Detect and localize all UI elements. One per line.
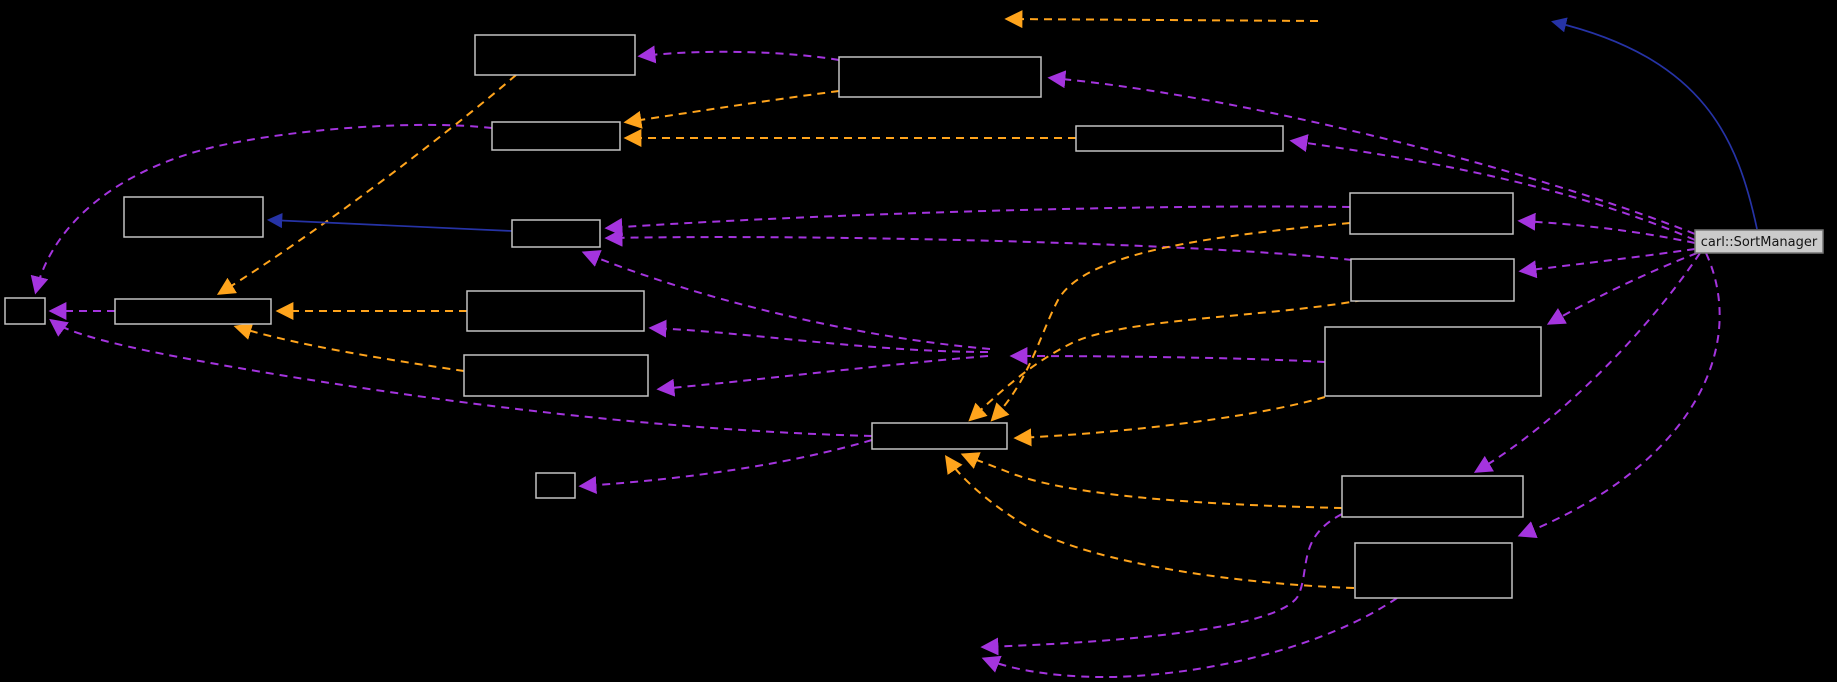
edge-sm-to-boxD xyxy=(1473,252,1701,473)
edge-boxB-to-hub xyxy=(968,299,1364,422)
edge-sm-to-box4 xyxy=(1289,134,1696,241)
edge-hub-to-boxF xyxy=(578,439,873,495)
class-node-n1[interactable] xyxy=(474,34,636,76)
edge-box3-to-small xyxy=(30,123,493,295)
edge-sm-to-box2 xyxy=(1047,70,1696,235)
edge-boxA-to-hub xyxy=(990,222,1351,422)
edge-boxI-to-boxH xyxy=(266,212,513,232)
node-carl-sortmanager-label: carl::SortManager xyxy=(1701,235,1818,250)
edge-box1-to-boxG xyxy=(216,74,517,295)
edge-boxE-to-bottom xyxy=(981,597,1398,679)
edge-bundle-to-boxI xyxy=(581,250,991,350)
edge-m2-to-boxG xyxy=(233,322,465,372)
class-node-nA[interactable] xyxy=(1349,192,1514,235)
edge-sm-to-boxB xyxy=(1518,248,1696,279)
edge-boxB-to-boxI xyxy=(604,228,1353,261)
class-node-nSmall[interactable] xyxy=(4,297,46,325)
edge-hub-to-small xyxy=(49,318,873,437)
edge-top-clipped xyxy=(1004,10,1319,29)
class-node-n3[interactable] xyxy=(491,121,621,151)
edge-sm-to-top xyxy=(1551,17,1758,230)
edge-box2-to-box3 xyxy=(623,90,840,129)
node-carl-sortmanager[interactable]: carl::SortManager xyxy=(1694,229,1824,254)
class-node-nB[interactable] xyxy=(1350,258,1515,302)
class-node-n2[interactable] xyxy=(838,56,1042,98)
edge-boxC-to-hub xyxy=(1013,396,1326,447)
class-node-nD[interactable] xyxy=(1341,475,1524,518)
edge-sm-to-boxA xyxy=(1517,212,1696,244)
edge-bundle-to-m1 xyxy=(648,319,989,353)
edge-box2-to-box1 xyxy=(637,45,840,64)
edge-boxA-to-boxI xyxy=(604,205,1351,236)
edge-sm-to-boxC xyxy=(1546,252,1698,325)
edge-sm-to-boxE xyxy=(1517,252,1721,538)
edge-boxD-to-bottom xyxy=(980,513,1343,656)
class-node-n4[interactable] xyxy=(1075,125,1284,152)
edge-bundle-to-m2 xyxy=(656,355,989,397)
node-carl-sortmanager-box[interactable] xyxy=(1694,229,1824,254)
class-node-nM2[interactable] xyxy=(463,354,649,397)
edge-boxC-to-mid xyxy=(1009,347,1326,366)
class-node-nE[interactable] xyxy=(1354,542,1513,599)
class-node-nI[interactable] xyxy=(511,219,601,248)
class-node-nF[interactable] xyxy=(535,472,576,499)
class-node-nHub[interactable] xyxy=(871,422,1008,450)
class-node-nH[interactable] xyxy=(123,196,264,238)
edge-boxD-to-hub xyxy=(960,452,1343,509)
class-node-nC[interactable] xyxy=(1324,326,1542,397)
class-node-nG[interactable] xyxy=(114,298,272,325)
edge-boxE-to-hub xyxy=(944,455,1355,589)
class-node-nM1[interactable] xyxy=(466,290,645,332)
